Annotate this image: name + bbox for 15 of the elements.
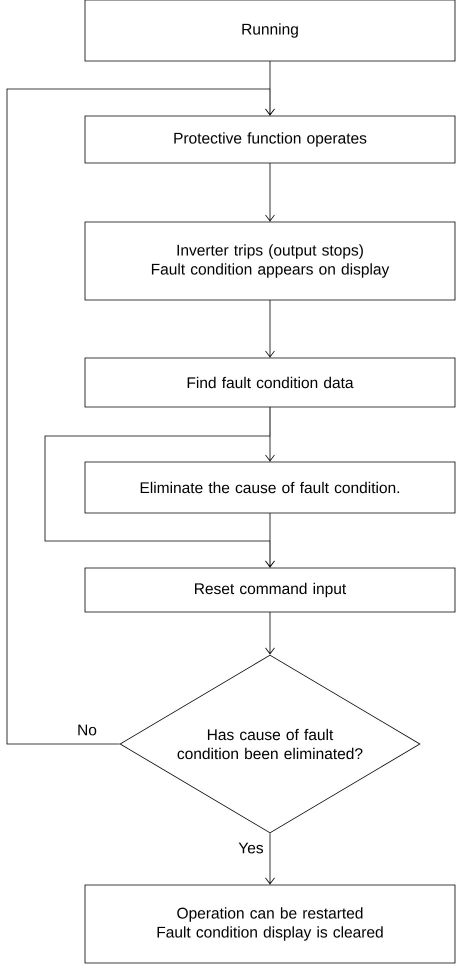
edge-label: No [76,724,98,736]
edge-label: Yes [237,842,265,854]
arrow [6,88,275,744]
process-box: Find fault condition data [84,358,456,408]
process-box: Operation can be restarted Fault condition display is cleared [84,884,456,964]
arrow [265,300,275,358]
process-box: Inverter trips (output stops) Fault condition appears on display [84,222,456,300]
arrow [265,163,275,222]
arrow [265,833,275,885]
process-box: Running [84,0,456,62]
process-box: Eliminate the cause of fault condition. [84,462,456,514]
process-box: Reset command input [84,568,456,612]
process-box: Protective function operates [84,116,456,164]
arrow [265,612,275,655]
arrow [265,513,275,568]
